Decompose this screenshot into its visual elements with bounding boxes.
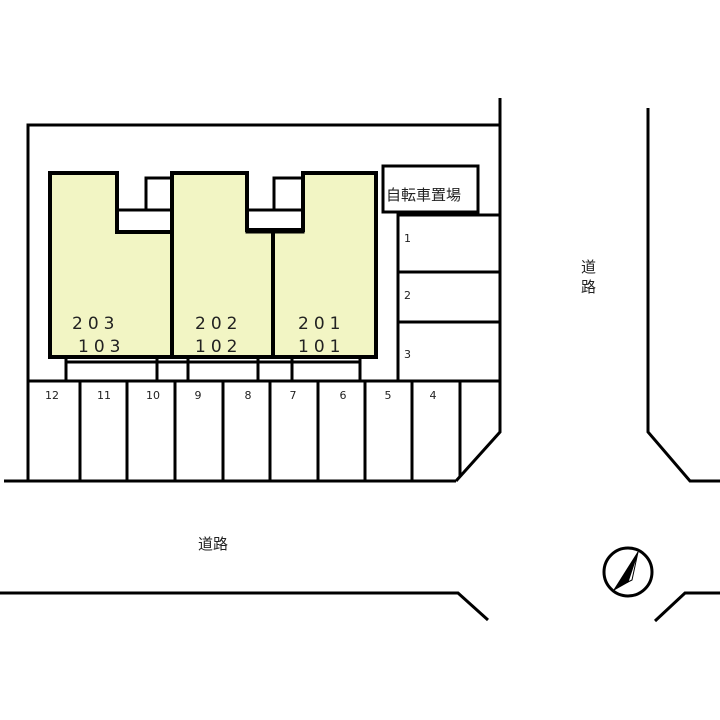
parking-bottom: [78, 381, 462, 481]
unit-label-202: 202: [195, 314, 242, 334]
parking-space-6: 6: [340, 389, 347, 402]
parking-space-12: 12: [45, 389, 59, 402]
unit-label-103: 103: [78, 337, 125, 357]
parking-right: [28, 213, 500, 383]
road-label-east-2: 路: [581, 278, 596, 296]
road-label-south: 道路: [198, 535, 228, 553]
unit-label-101: 101: [298, 337, 345, 357]
parking-space-4: 4: [430, 389, 437, 402]
parking-space-5: 5: [385, 389, 392, 402]
buildings: [48, 171, 378, 359]
road-label-east-1: 道: [581, 258, 596, 276]
parking-space-10: 10: [146, 389, 160, 402]
parking-space-7: 7: [290, 389, 297, 402]
parking-space-2: 2: [404, 289, 411, 302]
entrance-boxes: [64, 176, 362, 381]
unit-label-201: 201: [298, 314, 345, 334]
unit-label-203: 203: [72, 314, 119, 334]
parking-space-1: 1: [404, 232, 411, 245]
parking-space-11: 11: [97, 389, 111, 402]
road-edges: [0, 108, 720, 623]
north-arrow-icon: [602, 546, 654, 598]
unit-label-102: 102: [195, 337, 242, 357]
parking-space-9: 9: [195, 389, 202, 402]
bike-parking-area: [381, 164, 480, 214]
parking-space-8: 8: [245, 389, 252, 402]
bike-parking-label: 自転車置場: [386, 186, 461, 204]
parking-space-3: 3: [404, 348, 411, 361]
